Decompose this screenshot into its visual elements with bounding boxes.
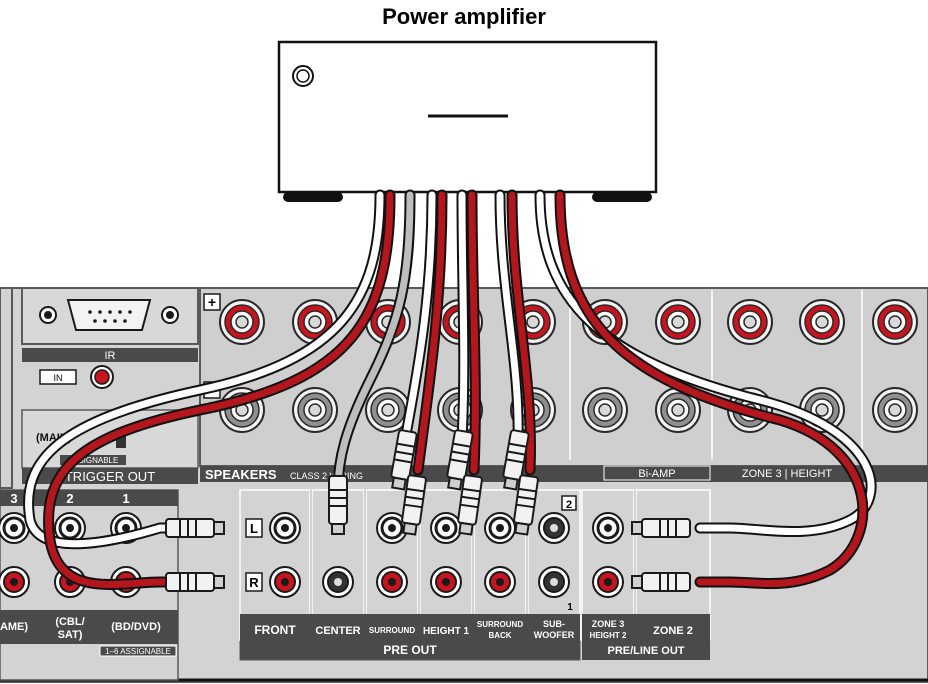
input-number-1: 1	[122, 491, 129, 506]
pre-out-label: PRE OUT	[383, 643, 437, 657]
cable-height1-white	[456, 189, 470, 446]
cable-center	[332, 189, 416, 496]
amp-foot-left	[283, 192, 343, 202]
plus-label: +	[208, 294, 216, 310]
trigger-out-label: TRIGGER OUT	[65, 469, 155, 484]
zone3-height-label: ZONE 3 | HEIGHT	[742, 468, 833, 480]
cable-surround-red	[412, 189, 448, 476]
control-block: IR IN (MAIN) ASSIGNABLE TRIGGER OUT	[21, 287, 199, 484]
pre-out-woofer: WOOFER	[534, 630, 575, 640]
cable-front-left	[23, 189, 386, 550]
diagram-title: Power amplifier	[382, 4, 546, 29]
input-number-3: 3	[10, 491, 17, 506]
sub-number-1: 1	[567, 602, 573, 613]
bi-amp-label: Bi-AMP	[638, 468, 675, 480]
rs232-port	[66, 299, 152, 331]
pre-out-surround: SURROUND	[369, 626, 415, 635]
ir-label: IR	[105, 350, 116, 362]
ir-in-label: IN	[54, 373, 63, 383]
pre-out-center: CENTER	[315, 625, 360, 637]
cable-surround-back-red	[506, 189, 536, 476]
input-name-cbl: (CBL/	[55, 616, 84, 628]
plug-zone2-red	[631, 572, 691, 592]
speakers-class-label: CLASS 2 WIRING	[290, 471, 363, 481]
input-name-bd-dvd: (BD/DVD)	[111, 621, 161, 633]
cable-zone2-white	[534, 189, 877, 538]
speakers-section: + −	[199, 287, 928, 482]
height2-label: HEIGHT 2	[590, 631, 627, 640]
cable-surround-back-white	[494, 189, 524, 446]
pre-out-sub: SUB-	[543, 619, 565, 629]
power-amplifier	[277, 40, 658, 202]
pre-out-surround-back-1: SURROUND	[477, 620, 523, 629]
zone2-label: ZONE 2	[653, 625, 693, 637]
plug-front-right	[165, 572, 225, 592]
pre-out-height1: HEIGHT 1	[423, 626, 470, 637]
right-label: R	[249, 575, 259, 590]
input-name-game: AME)	[0, 621, 28, 633]
cable-surround-white	[399, 189, 438, 446]
left-label: L	[250, 521, 258, 536]
input-assignable-label: 1–6 ASSIGNABLE	[105, 647, 171, 656]
sub-number-2: 2	[566, 499, 572, 511]
pre-out-surround-back-2: BACK	[488, 631, 511, 640]
zone3-label: ZONE 3	[592, 619, 625, 629]
input-name-sat: SAT)	[58, 629, 83, 641]
input-number-2: 2	[66, 491, 73, 506]
pre-line-out-label: PRE/LINE OUT	[607, 645, 684, 657]
pre-out-front: FRONT	[254, 623, 296, 637]
assignable-label: ASSIGNABLE	[68, 456, 119, 465]
cable-height1-red	[466, 189, 481, 476]
speakers-label: SPEAKERS	[205, 467, 277, 482]
plug-front-left	[165, 518, 225, 538]
cable-front-right	[43, 189, 396, 591]
amp-foot-right	[592, 192, 652, 202]
plug-center	[328, 475, 348, 535]
cables	[23, 189, 877, 591]
cable-zone2-red	[554, 189, 869, 590]
plug-zone2-white	[631, 518, 691, 538]
